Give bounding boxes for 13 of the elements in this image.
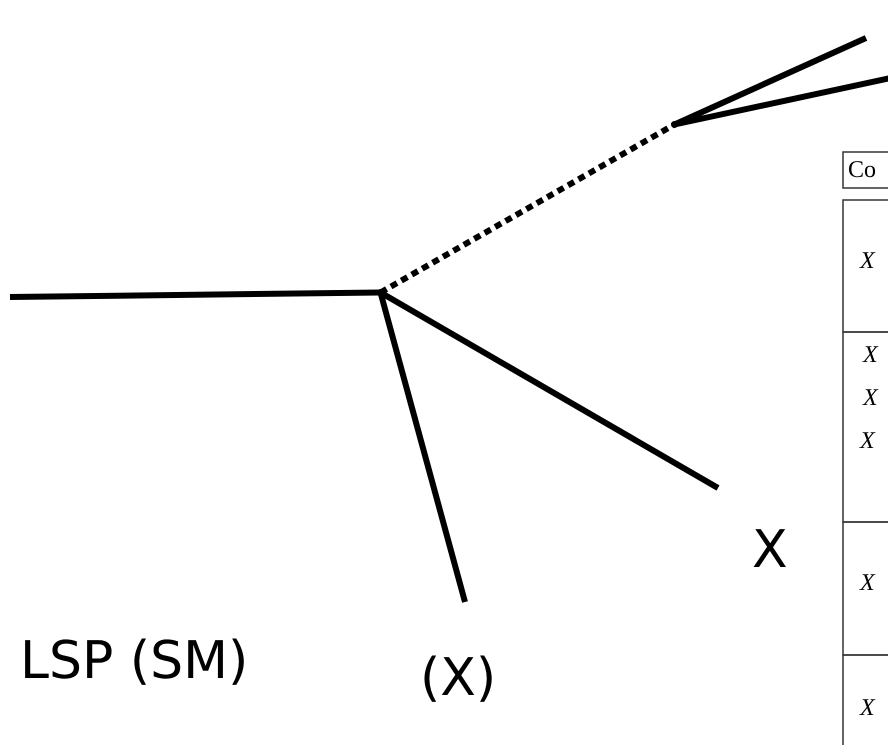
table-header-text: Co (848, 157, 876, 184)
vertex-dot (671, 121, 678, 128)
table-cell-text: X (863, 342, 878, 369)
table-cell-text: X (863, 385, 878, 412)
particle-label: X (752, 524, 814, 580)
table-cell-text: X (860, 428, 875, 455)
table-cell-text: X (860, 570, 875, 597)
particle-label: (X) (420, 652, 552, 716)
particle-line (674, 73, 888, 128)
table-cell-text: X (860, 695, 875, 722)
particle-line (10, 290, 381, 300)
particle-label: LSP (SM) (20, 635, 248, 687)
table-cell-text: X (860, 248, 875, 275)
